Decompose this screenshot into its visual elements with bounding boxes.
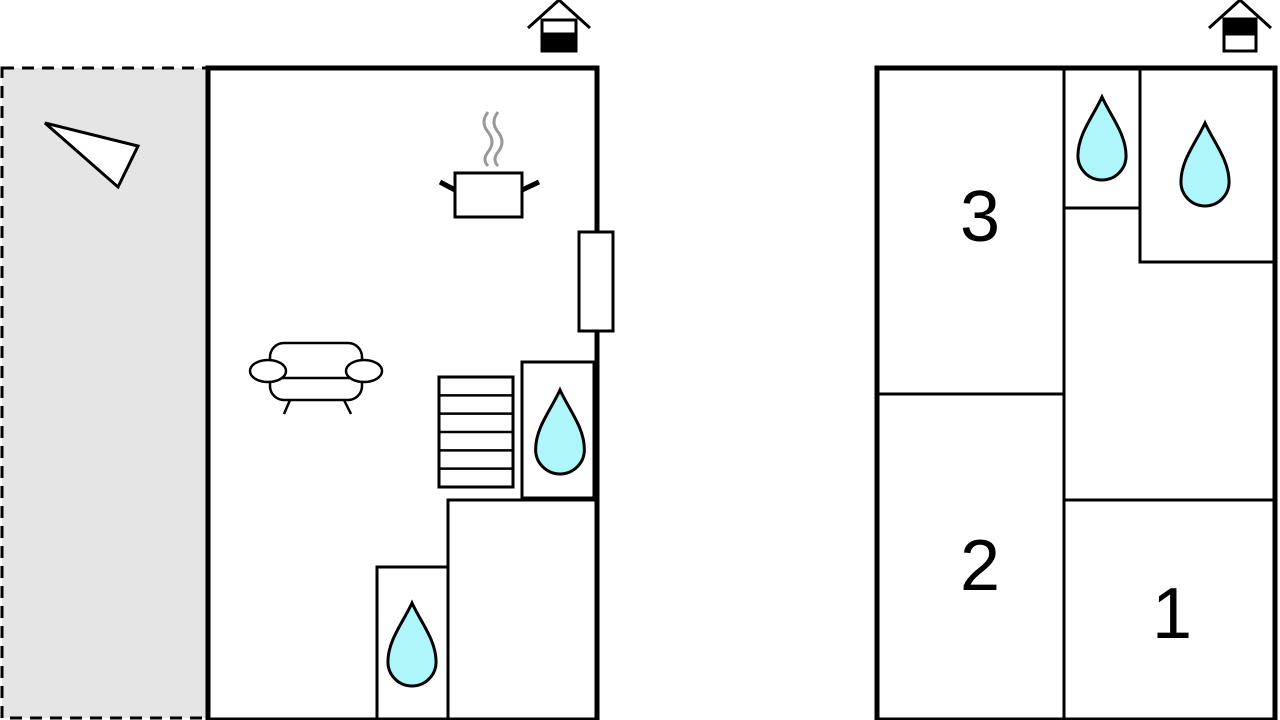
water-drop-icon — [1179, 119, 1231, 208]
stairs-icon — [437, 375, 515, 489]
window — [577, 230, 615, 333]
floor-indicator-upper-icon — [1207, 0, 1273, 53]
bathroom — [520, 360, 596, 500]
bathroom — [1138, 208, 1275, 264]
toilet-room — [375, 565, 450, 720]
water-drop-icon — [534, 386, 586, 476]
water-drop-icon — [386, 599, 438, 688]
room-label: 2 — [960, 526, 1000, 606]
parasol-icon — [44, 121, 141, 190]
sofa-icon — [248, 341, 384, 415]
water-drop-icon — [1076, 93, 1128, 182]
kitchen-icon — [438, 111, 541, 219]
room-label: 3 — [960, 177, 1000, 257]
floor-indicator-ground-icon — [526, 0, 592, 53]
room-label: 1 — [1152, 574, 1192, 654]
